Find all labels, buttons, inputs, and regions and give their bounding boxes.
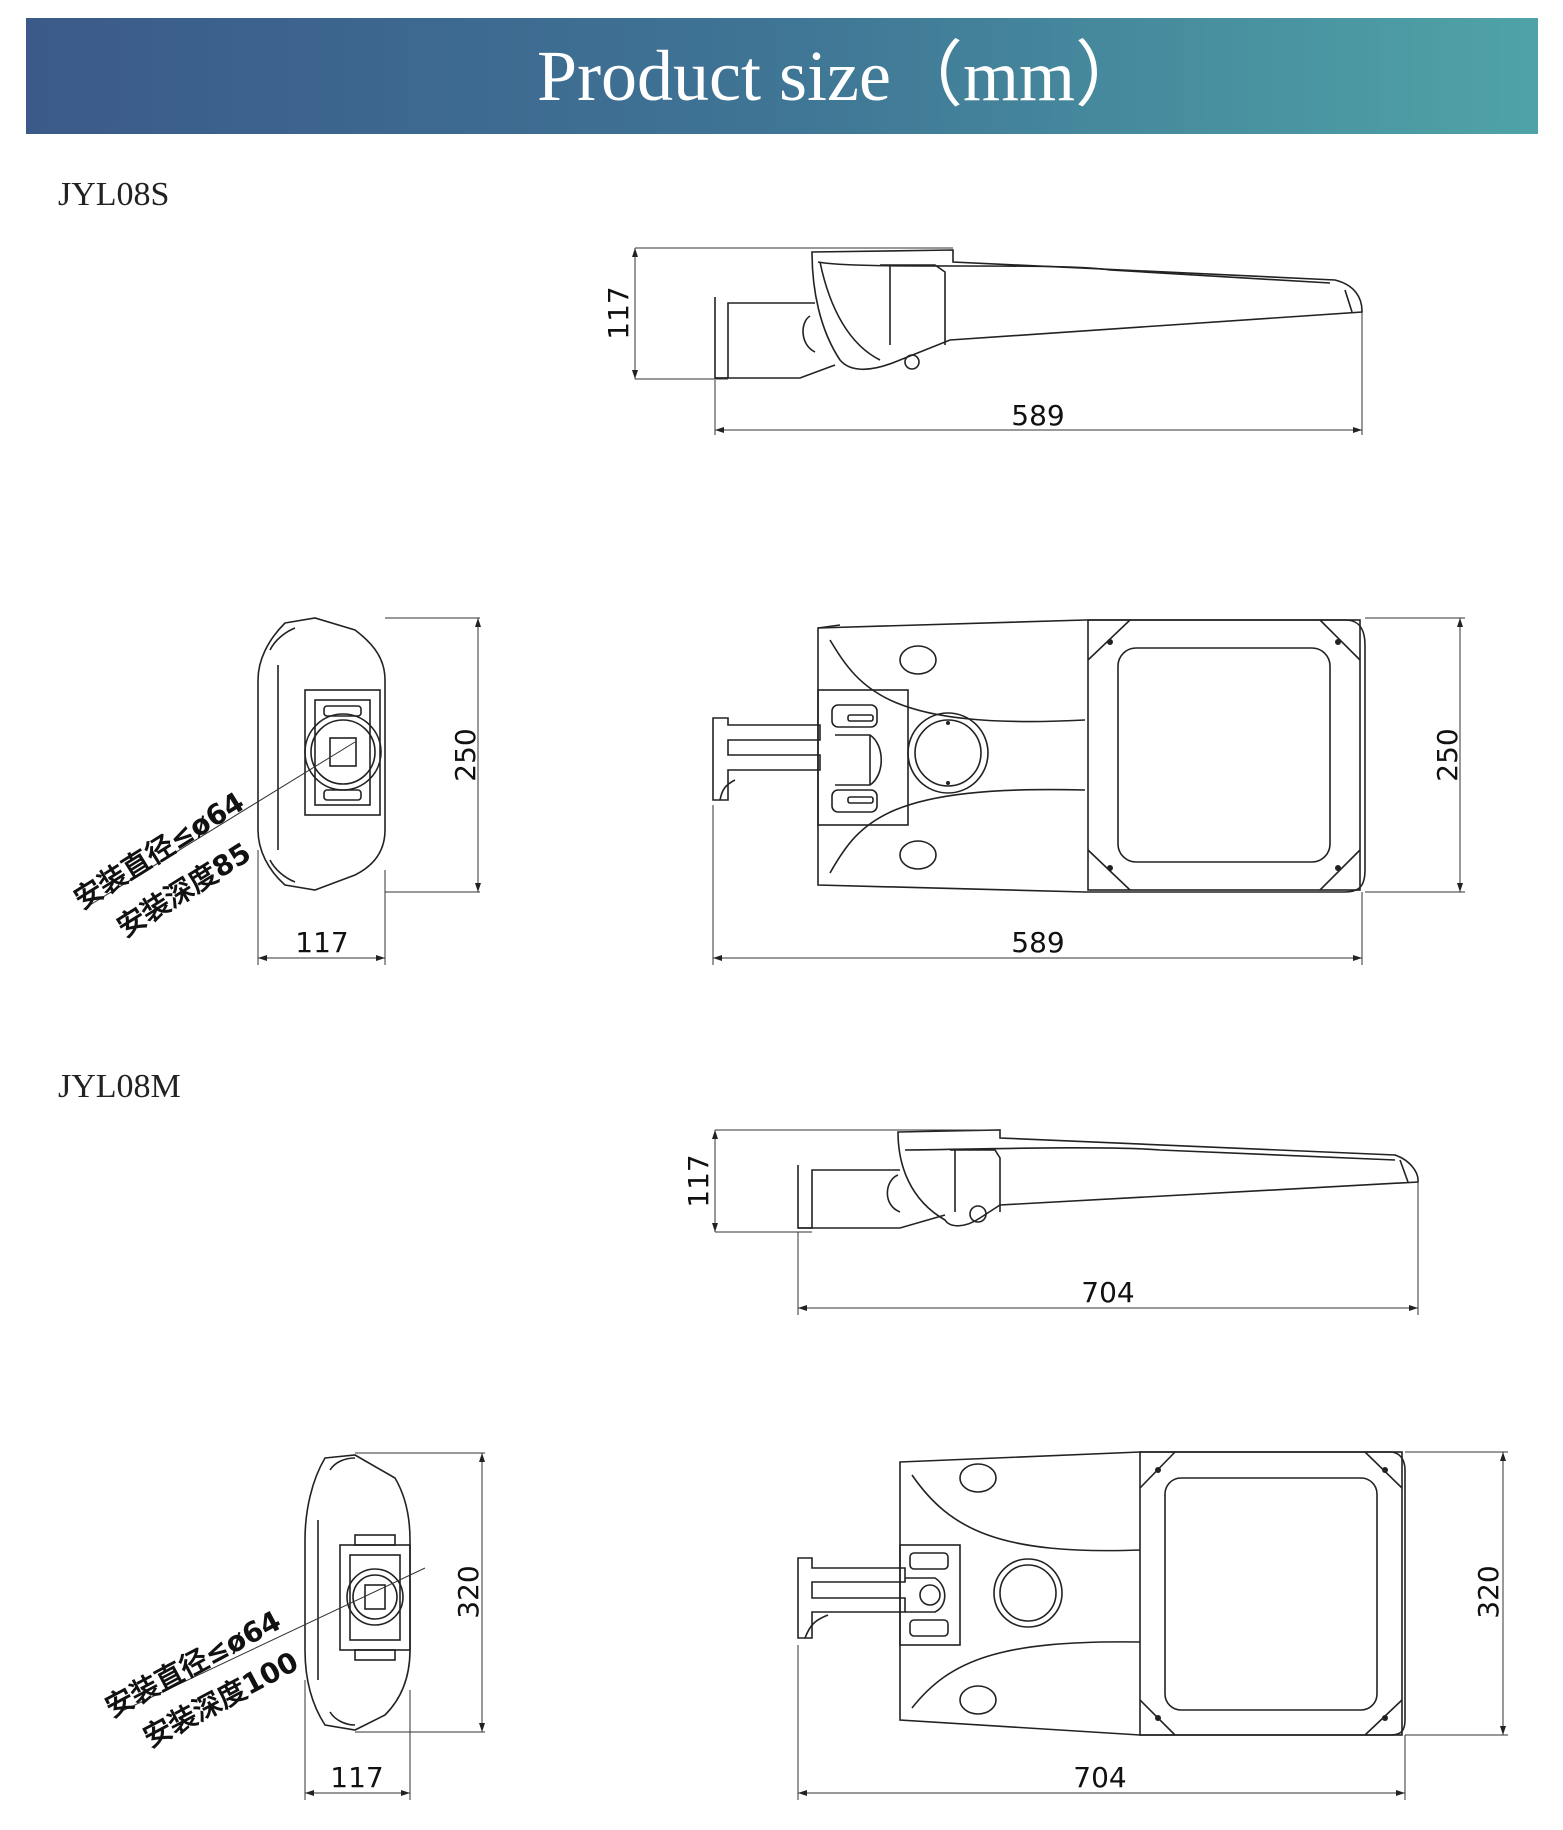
model-label-s: JYL08S [58,176,170,213]
s-bottom-width: 250 [1431,728,1464,781]
s-side-view: 117 589 [602,247,1363,435]
s-bottom-length: 589 [1011,926,1064,959]
s-end-view: 安装直径≤ø64 安装深度85 250 117 [68,617,482,965]
model-label-m: JYL08M [58,1068,181,1105]
m-bottom-width: 320 [1472,1565,1505,1618]
s-end-height: 250 [449,728,482,781]
s-side-height: 117 [602,286,635,339]
m-side-view: 117 704 [682,1129,1419,1315]
s-bottom-view: 250 589 [712,617,1465,965]
m-end-width: 117 [330,1761,383,1794]
m-bottom-length: 704 [1073,1761,1126,1794]
m-end-height: 320 [452,1565,485,1618]
s-end-width: 117 [295,926,348,959]
m-end-view: 安装直径≤ø64 安装深度100 320 117 [100,1452,485,1800]
m-bottom-view: 320 704 [797,1451,1508,1800]
s-side-length: 589 [1011,399,1064,432]
title-banner: Product size（mm） [26,18,1538,134]
m-side-height: 117 [682,1154,715,1207]
m-side-length: 704 [1081,1276,1134,1309]
page-title: Product size（mm） [537,36,1147,116]
